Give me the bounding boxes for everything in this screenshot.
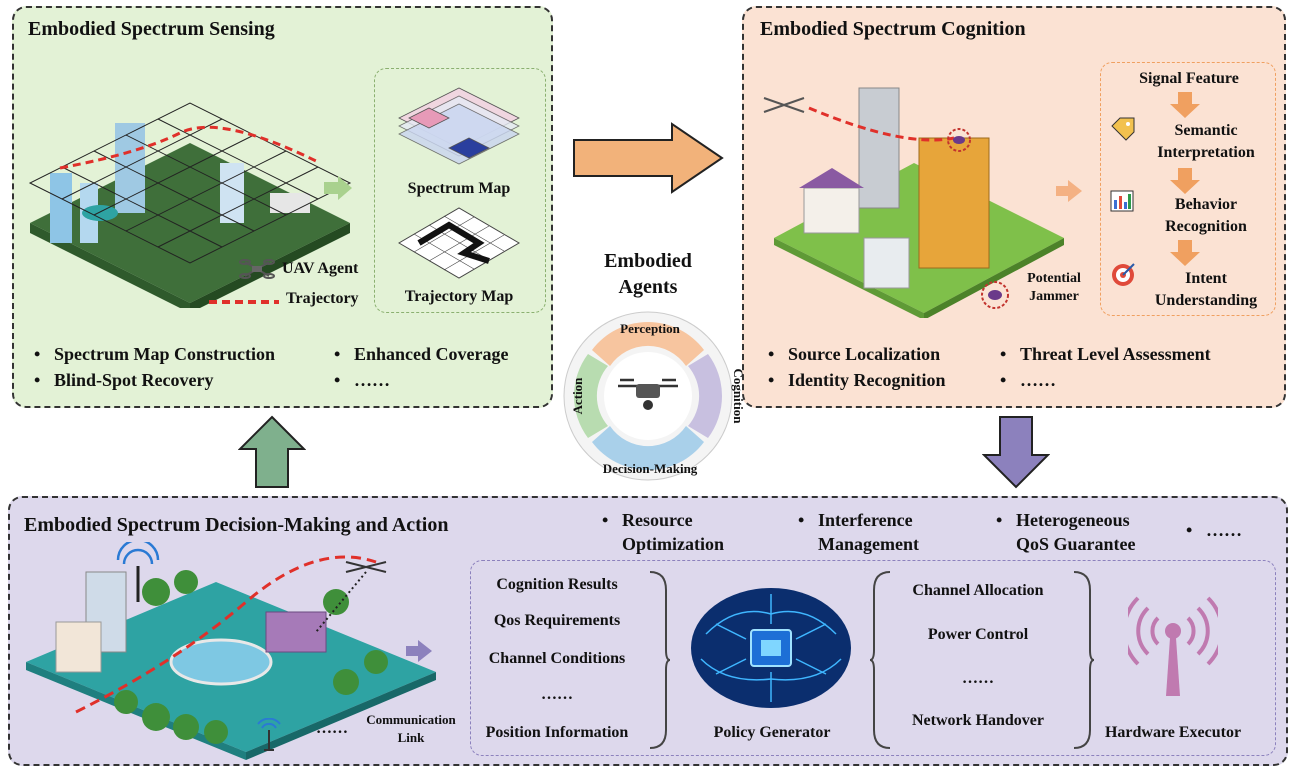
antenna-icon [257,718,281,751]
comm-link-label-1: Communication [366,712,456,727]
sensing-title: Embodied Spectrum Sensing [28,18,275,40]
agents-cycle-ring [563,311,733,481]
output-power-control: Power Control [927,626,1029,643]
comm-link-label-2: Link [397,730,425,745]
cognition-title: Embodied Spectrum Cognition [760,18,1026,40]
cognition-panel: Embodied Spectrum Cognition Signal Featu… [742,6,1286,408]
cognition-bullet-1: Source Localization [768,344,940,365]
decision-title: Embodied Spectrum Decision-Making and Ac… [24,514,449,536]
cognition-chain-box [1100,62,1276,316]
comm-link-dots: …… [316,720,348,737]
agents-title-line2: Agents [618,276,678,298]
input-position-information: Position Information [485,724,629,741]
input-qos-requirements: Qos Requirements [493,612,621,629]
spectrum-map-label: Spectrum Map [407,180,511,197]
chain-down-arrow-3 [1170,240,1200,266]
policy-pipeline-box [470,560,1276,756]
ring-perception: Perception [620,321,680,336]
cognition-bullet-4: …… [1000,370,1056,391]
decision-arrow-icon [406,640,432,662]
sensing-arrow-icon [324,176,352,200]
uav-agent-label: UAV Agent [282,260,359,277]
cognition-arrow-icon [1056,180,1082,202]
decision-bullet-4: …… [1186,520,1242,541]
trajectory-label: Trajectory [286,290,359,307]
trajectory-map-label: Trajectory Map [404,288,514,305]
trajectory-legend-line [209,300,279,304]
input-brace [649,571,670,749]
sensing-bullet-1: Spectrum Map Construction [34,344,275,365]
chain-behavior-recognition: Behavior Recognition [1165,196,1247,235]
output-brace-left [870,571,891,749]
city-block-illustration [763,87,1064,318]
chain-down-arrow-1 [1170,92,1200,118]
cognition-to-decision-arrow [982,416,1050,489]
input-channel-conditions: Channel Conditions [488,650,626,667]
ring-decision-making: Decision-Making [602,461,698,476]
input-cognition-results: Cognition Results [496,576,618,593]
sensing-maps-box [374,68,546,313]
brain-chip-icon [691,588,851,708]
input-ellipsis: …… [541,686,573,703]
sensing-panel: Embodied Spectrum Sensing Spectrum Ma [12,6,553,408]
output-brace-right [1073,571,1094,749]
hardware-executor-label: Hardware Executor [1104,724,1242,741]
jammer-label: Potential Jammer [1027,271,1081,304]
sensing-bullet-2: Enhanced Coverage [334,344,508,365]
decision-bullet-1: Resource Optimization [602,508,762,556]
chain-semantic-interpretation: Semantic Interpretation [1157,122,1255,161]
output-ellipsis: …… [962,670,994,687]
uav-agent-icon [239,259,275,279]
decision-bullet-3: Heterogeneous QoS Guarantee [996,508,1166,556]
sensing-bullet-4: …… [334,370,390,391]
target-icon [1112,263,1135,286]
decision-bullet-2: Interference Management [798,508,958,556]
cognition-bullet-2: Threat Level Assessment [1000,344,1211,365]
jammer-icon [981,281,1009,309]
tag-icon [1111,117,1135,141]
smart-city-illustration [26,542,436,760]
cognition-bullet-3: Identity Recognition [768,370,945,391]
trajectory-map-icon [398,207,520,279]
signal-tower-icon [1128,596,1218,696]
ring-cognition: Cognition [731,368,746,424]
chain-down-arrow-2 [1170,168,1200,194]
chain-signal-feature: Signal Feature [1139,70,1239,87]
output-network-handover: Network Handover [912,712,1044,729]
spectrum-map-icon [398,87,520,165]
ring-action: Action [570,377,585,415]
city-grid-illustration [28,102,352,308]
policy-generator-label: Policy Generator [713,724,831,741]
agents-title-line1: Embodied [604,250,692,272]
sensing-to-cognition-arrow [573,122,724,194]
output-channel-allocation: Channel Allocation [912,582,1044,599]
decision-to-sensing-arrow [238,415,306,488]
decision-panel: Embodied Spectrum Decision-Making and Ac… [8,496,1288,766]
chain-intent-understanding: Intent Understanding [1154,270,1258,309]
bar-chart-icon [1110,190,1134,212]
sensing-bullet-3: Blind-Spot Recovery [34,370,213,391]
